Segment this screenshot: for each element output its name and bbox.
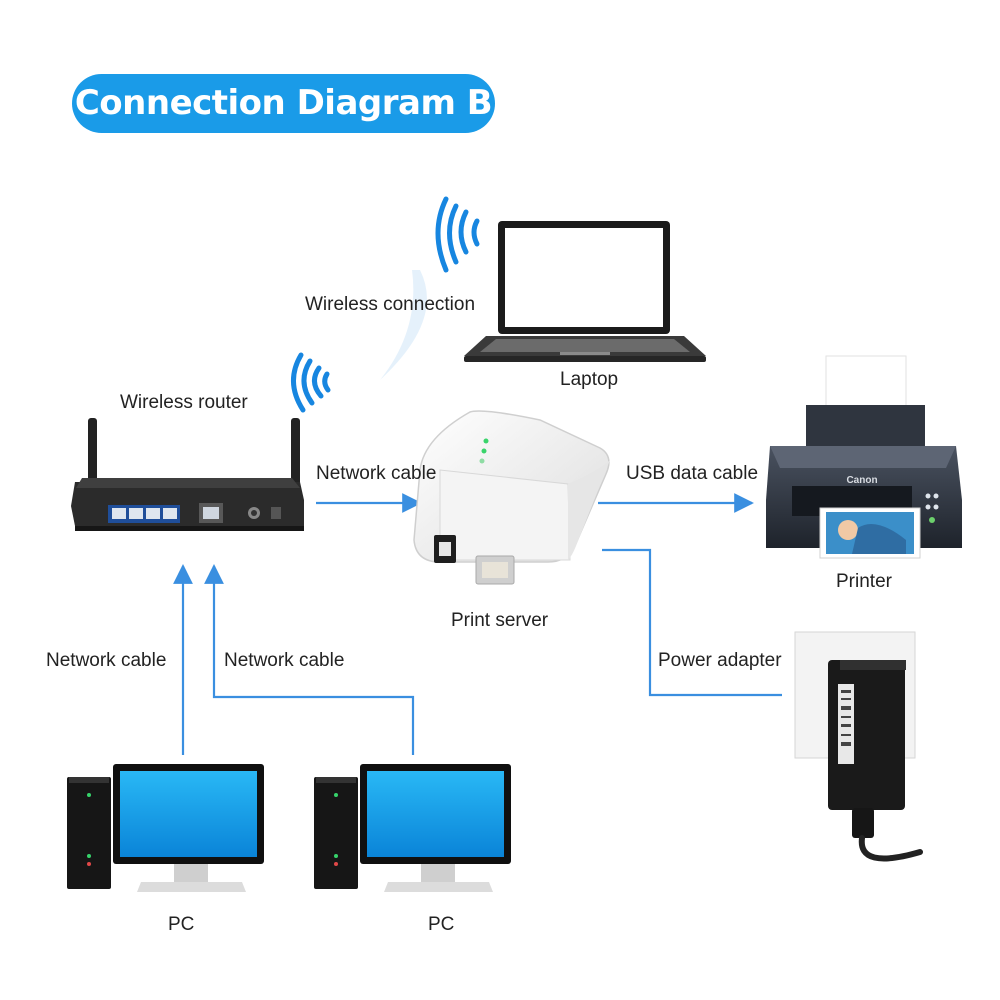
print-server-device [413, 410, 610, 585]
label-pc-left: PC [168, 914, 195, 935]
printer-device: Canon [766, 355, 962, 559]
connector-power-adapter [602, 548, 782, 697]
label-printer: Printer [836, 571, 892, 592]
printer-brand-label: Canon [846, 475, 877, 486]
diagram-title: Connection Diagram B [72, 74, 495, 133]
label-network-cable-left: Network cable [46, 650, 167, 671]
label-pc-right: PC [428, 914, 455, 935]
label-wireless-connection: Wireless connection [305, 294, 476, 315]
wifi-signal-icon [435, 196, 480, 273]
laptop-device [464, 221, 706, 362]
label-power-adapter: Power adapter [658, 650, 782, 671]
label-print-server: Print server [451, 610, 549, 631]
wireless-router-device [71, 418, 304, 531]
label-network-cable-top: Network cable [316, 463, 437, 484]
wireless-wave-shape [380, 270, 427, 380]
connector-right-pc-to-router [204, 564, 415, 755]
label-wireless-router: Wireless router [120, 392, 248, 413]
label-network-cable-right: Network cable [224, 650, 345, 671]
wifi-signal-icon [291, 352, 331, 413]
label-laptop: Laptop [560, 369, 619, 390]
power-adapter-device [794, 631, 923, 862]
connector-lines [173, 493, 782, 755]
pc-device-right [314, 764, 511, 892]
pc-device-left [67, 764, 264, 892]
label-usb-data-cable: USB data cable [626, 463, 759, 484]
